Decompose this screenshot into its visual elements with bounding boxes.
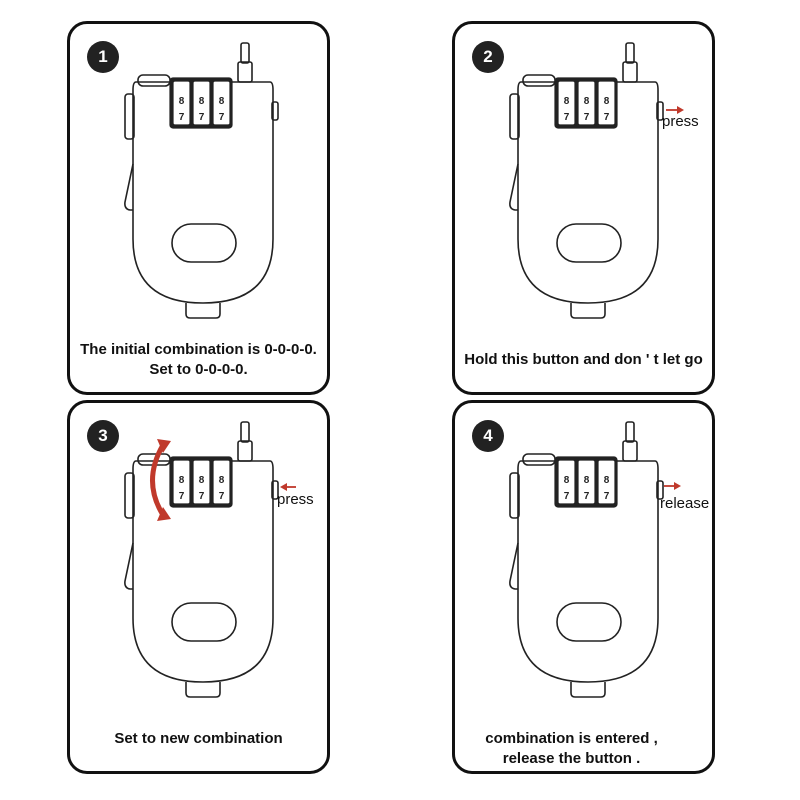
step-panel-4: 4 8 8 8 7 7 7 [452,400,715,774]
dial-digit: 7 [179,491,185,502]
press-arrow-icon [280,483,296,491]
bottom-tab [185,303,221,319]
dial-digit: 7 [199,491,205,502]
lock-illustration: 8 8 8 7 7 7 [509,421,681,698]
lock-window [171,223,237,263]
left-lever [509,542,519,590]
lock-window [556,602,622,642]
caption-line: Set to 0-0-0-0. [149,361,248,378]
left-side-button [124,93,135,140]
lock-top-cap [522,453,556,466]
lock-illustration: 8 8 8 7 7 7 [124,421,296,698]
dial-digit: 7 [564,491,570,502]
right-button [271,480,279,500]
right-button [656,101,664,121]
dial-digit: 7 [219,491,225,502]
caption-line: combination is entered , [485,730,658,747]
left-lever [124,542,134,590]
dial-digit: 8 [179,475,185,486]
shackle-knob [625,421,635,443]
step-number-badge: 3 [87,420,119,452]
shackle-post [237,440,253,462]
lock-window [556,223,622,263]
bottom-tab [185,682,221,698]
right-button [271,101,279,121]
lock-window [171,602,237,642]
dial-digit: 8 [604,475,610,486]
dial-digit: 8 [219,475,225,486]
caption-line: Set to new combination [114,730,283,747]
press-label: press [277,491,314,508]
bottom-tab [570,303,606,319]
shackle-post [622,61,638,83]
step-panel-2: 2 8 8 8 7 7 7 [452,21,715,395]
shackle-post [622,440,638,462]
step-caption: Hold this button and don ' t let go [455,350,712,370]
step-caption: combination is entered , release the but… [443,729,700,769]
lock-illustration: 8 8 8 7 7 7 [124,42,279,319]
dial-digit: 8 [219,96,225,107]
dial-digit: 8 [584,475,590,486]
dial-digit: 8 [199,475,205,486]
combination-dials [169,77,233,129]
dial-digit: 7 [179,112,185,123]
press-arrow-icon [666,106,684,114]
release-label: release [660,495,710,512]
combination-dials [169,456,233,508]
dial-digit: 7 [584,491,590,502]
caption-line: The initial combination is 0-0-0-0. [80,341,317,358]
step-caption: The initial combination is 0-0-0-0. Set … [70,340,327,380]
step-panel-1: 1 8 8 8 [67,21,330,395]
lock-body [132,460,274,683]
step-number-badge: 4 [472,420,504,452]
lock-illustration: 8 8 8 7 7 7 [509,42,684,319]
lock-top-cap [137,74,171,87]
lock-body [517,81,659,304]
shackle-post [237,61,253,83]
lock-top-cap [522,74,556,87]
dial-digit: 8 [199,96,205,107]
left-lever [509,163,519,211]
dial-digit: 7 [604,491,610,502]
lock-body [517,460,659,683]
step-caption: Set to new combination [70,729,327,749]
left-side-button [509,93,520,140]
shackle-knob [240,42,250,64]
dial-digit: 8 [564,475,570,486]
caption-line: Hold this button and don ' t let go [464,351,703,368]
step-number-badge: 2 [472,41,504,73]
step-number-badge: 1 [87,41,119,73]
shackle-knob [625,42,635,64]
dial-digit: 7 [199,112,205,123]
lock-body [132,81,274,304]
dial-digit: 7 [219,112,225,123]
dial-digit: 8 [604,96,610,107]
dial-digit: 8 [584,96,590,107]
dial-digit: 7 [604,112,610,123]
release-arrow-icon [664,482,681,490]
left-lever [124,163,134,211]
dial-digit: 8 [564,96,570,107]
left-side-button [509,472,520,519]
dial-digit: 8 [179,96,185,107]
combination-dials [554,456,618,508]
step-panel-3: 3 8 8 8 7 7 7 [67,400,330,774]
rotate-arrow-icon [150,439,171,521]
dial-digit: 7 [564,112,570,123]
combination-dials [554,77,618,129]
left-side-button [124,472,135,519]
caption-line: release the button . [502,750,641,767]
press-label: press [662,113,699,130]
bottom-tab [570,682,606,698]
right-button [656,480,664,500]
dial-digit: 7 [584,112,590,123]
shackle-knob [240,421,250,443]
